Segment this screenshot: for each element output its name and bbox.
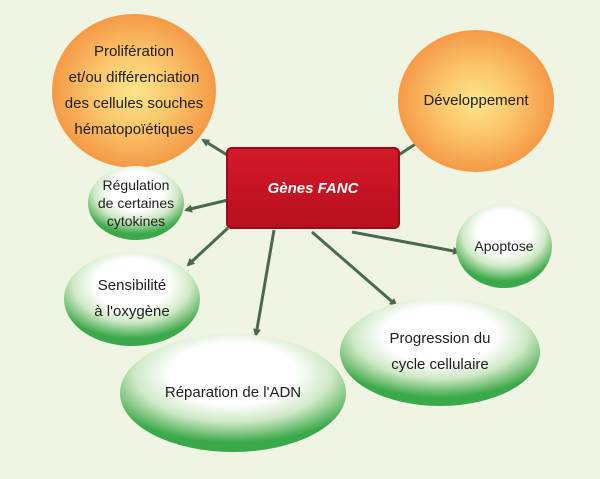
node-reparation-label: Réparation de l'ADN xyxy=(164,384,302,401)
node-progression: Progression du cycle cellulaire xyxy=(340,298,540,406)
node-apoptose-label: Apoptose xyxy=(474,238,534,254)
center-label: Gènes FANC xyxy=(267,179,359,197)
node-proliferation: Prolifération et/ou différenciation des … xyxy=(52,14,216,168)
arrow-to-reparation xyxy=(253,229,276,337)
node-sensibilite-label: Sensibilité à l'oxygène xyxy=(94,277,170,320)
node-proliferation-label: Prolifération et/ou différenciation des … xyxy=(64,43,204,138)
node-apoptose: Apoptose xyxy=(456,204,552,288)
node-sensibilite: Sensibilité à l'oxygène xyxy=(64,252,200,346)
arrow-to-sensibilite xyxy=(186,226,230,267)
node-developpement-label: Développement xyxy=(423,92,529,109)
node-regulation: Régulation de certaines cytokines xyxy=(88,166,184,240)
node-reparation: Réparation de l'ADN xyxy=(120,334,346,452)
node-progression-label: Progression du cycle cellulaire xyxy=(389,330,491,373)
node-regulation-label: Régulation de certaines cytokines xyxy=(97,177,175,229)
center-genes-fanc: Gènes FANC xyxy=(226,147,400,229)
arrow-to-progression xyxy=(311,230,398,307)
arrow-to-regulation xyxy=(184,198,229,213)
arrow-to-apoptose xyxy=(351,230,461,255)
node-developpement: Développement xyxy=(398,30,554,172)
